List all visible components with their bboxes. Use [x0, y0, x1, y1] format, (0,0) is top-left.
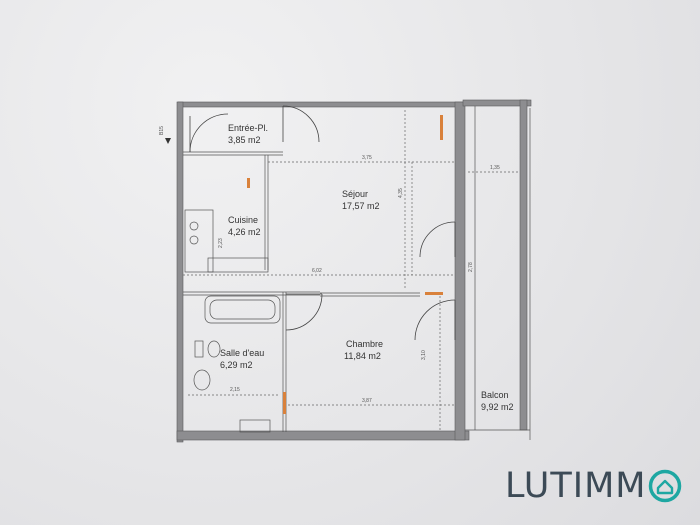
balcony-outline — [465, 106, 531, 440]
dim-sejour-width: 3,75 — [362, 155, 372, 161]
room-labels: Entrée-Pl. 3,85 m2 Séjour 17,57 m2 Cuisi… — [220, 123, 514, 412]
west-wall — [176, 101, 184, 443]
exterior-walls — [176, 99, 532, 443]
kitchen-cabinet — [207, 257, 269, 273]
north-wall — [177, 101, 464, 108]
stair-marker: B15 — [159, 126, 171, 144]
cuisine-area: 4,26 m2 — [228, 227, 261, 237]
balcony-east-wall — [519, 99, 528, 431]
dim-chambre-depth: 3,10 — [421, 350, 427, 360]
measurement-lines — [183, 110, 455, 430]
salle-area: 6,29 m2 — [220, 360, 253, 370]
dim-balcon-width: 1,35 — [490, 165, 500, 171]
house-circle-icon — [649, 469, 682, 503]
dimension-labels: 3,75 4,35 1,35 2,78 6,02 3,10 3,87 2,15 … — [218, 155, 500, 404]
sejour-area: 17,57 m2 — [342, 201, 380, 211]
dim-cuisine-depth: 2,23 — [218, 238, 224, 248]
chambre-name: Chambre — [346, 339, 383, 349]
balcony-top-wall — [462, 99, 532, 107]
cuisine-name: Cuisine — [228, 215, 258, 225]
south-wall — [176, 430, 470, 441]
heating-markers — [247, 115, 443, 414]
balcon-name: Balcon — [481, 390, 509, 400]
entree-area: 3,85 m2 — [228, 135, 261, 145]
sejour-name: Séjour — [342, 189, 368, 199]
washbasin — [193, 369, 211, 391]
balcon-area: 9,92 m2 — [481, 402, 514, 412]
toilet — [207, 340, 221, 358]
dim-salle-width: 2,15 — [230, 387, 240, 393]
arrow-down-icon — [165, 138, 171, 144]
dim-sejour-depth: 4,35 — [398, 188, 404, 198]
dim-chambre-width: 3,87 — [362, 398, 372, 404]
doors — [189, 105, 456, 341]
kitchen-counter — [184, 209, 214, 273]
chambre-area: 11,84 m2 — [344, 351, 381, 361]
east-wall — [454, 101, 466, 441]
entree-name: Entrée-Pl. — [228, 123, 268, 133]
dim-balcon-depth: 2,78 — [468, 262, 474, 272]
fixtures — [184, 209, 281, 433]
bathtub — [204, 295, 281, 324]
stair-label: B15 — [159, 126, 165, 135]
salle-name: Salle d'eau — [220, 348, 264, 358]
dim-living-total: 6,02 — [312, 268, 322, 274]
interior-walls — [183, 151, 420, 432]
brand-logo: LUTIMM — [505, 466, 682, 506]
vent — [239, 419, 271, 433]
logo-text: LUTIMM — [505, 466, 647, 506]
